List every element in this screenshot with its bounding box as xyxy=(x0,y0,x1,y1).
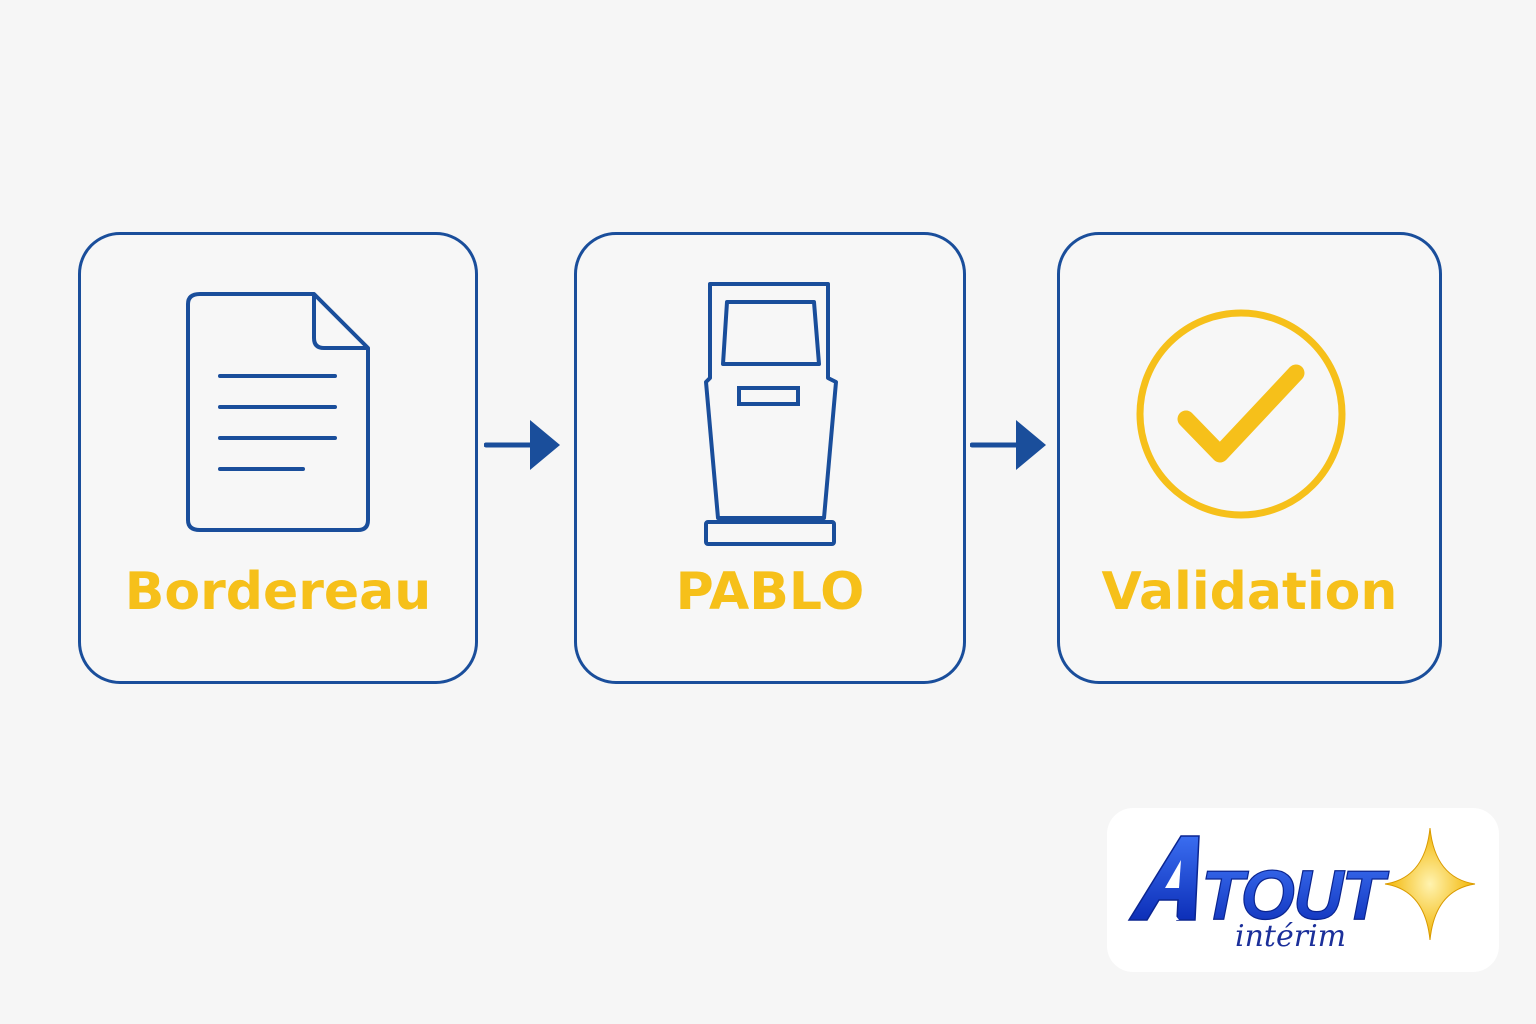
step-box-bordereau xyxy=(78,232,478,684)
step-box-pablo xyxy=(574,232,966,684)
step-label-bordereau: Bordereau xyxy=(124,562,432,622)
step-label-pablo: PABLO xyxy=(675,562,865,622)
document-icon xyxy=(186,292,370,532)
atout-interim-logo: TOUT intérim xyxy=(1107,808,1499,972)
logo-a-mark xyxy=(1127,835,1200,921)
check-circle-icon xyxy=(1136,309,1346,519)
kiosk-terminal-icon xyxy=(704,282,838,546)
step-label-validation: Validation xyxy=(1101,562,1398,622)
logo-graphic: TOUT intérim xyxy=(1127,827,1476,954)
logo-primary-text: TOUT xyxy=(1201,856,1389,934)
step-box-validation xyxy=(1057,232,1442,684)
logo-secondary-text: intérim xyxy=(1235,919,1346,954)
sparkle-star-icon xyxy=(1384,827,1476,941)
arrow-right-icon xyxy=(484,420,560,470)
arrow-right-icon xyxy=(970,420,1046,470)
